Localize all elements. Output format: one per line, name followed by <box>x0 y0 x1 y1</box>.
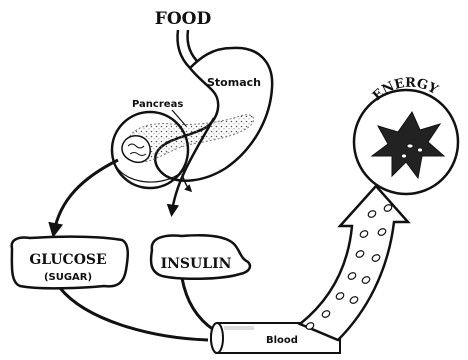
food-label: FOOD <box>155 9 212 29</box>
arrow-to-glucose <box>54 160 118 232</box>
pancreas-label: Pancreas <box>132 99 183 110</box>
stomach-outline <box>155 48 272 181</box>
arrow-insulin-to-blood <box>182 278 214 330</box>
pancreas-head <box>122 136 150 163</box>
glucose-label: GLUCOSE <box>29 252 106 268</box>
sugar-label: (SUGAR) <box>44 272 92 283</box>
insulin-label: INSULIN <box>161 256 232 272</box>
stomach-label: Stomach <box>207 76 261 89</box>
blood-label: Blood <box>266 335 298 346</box>
